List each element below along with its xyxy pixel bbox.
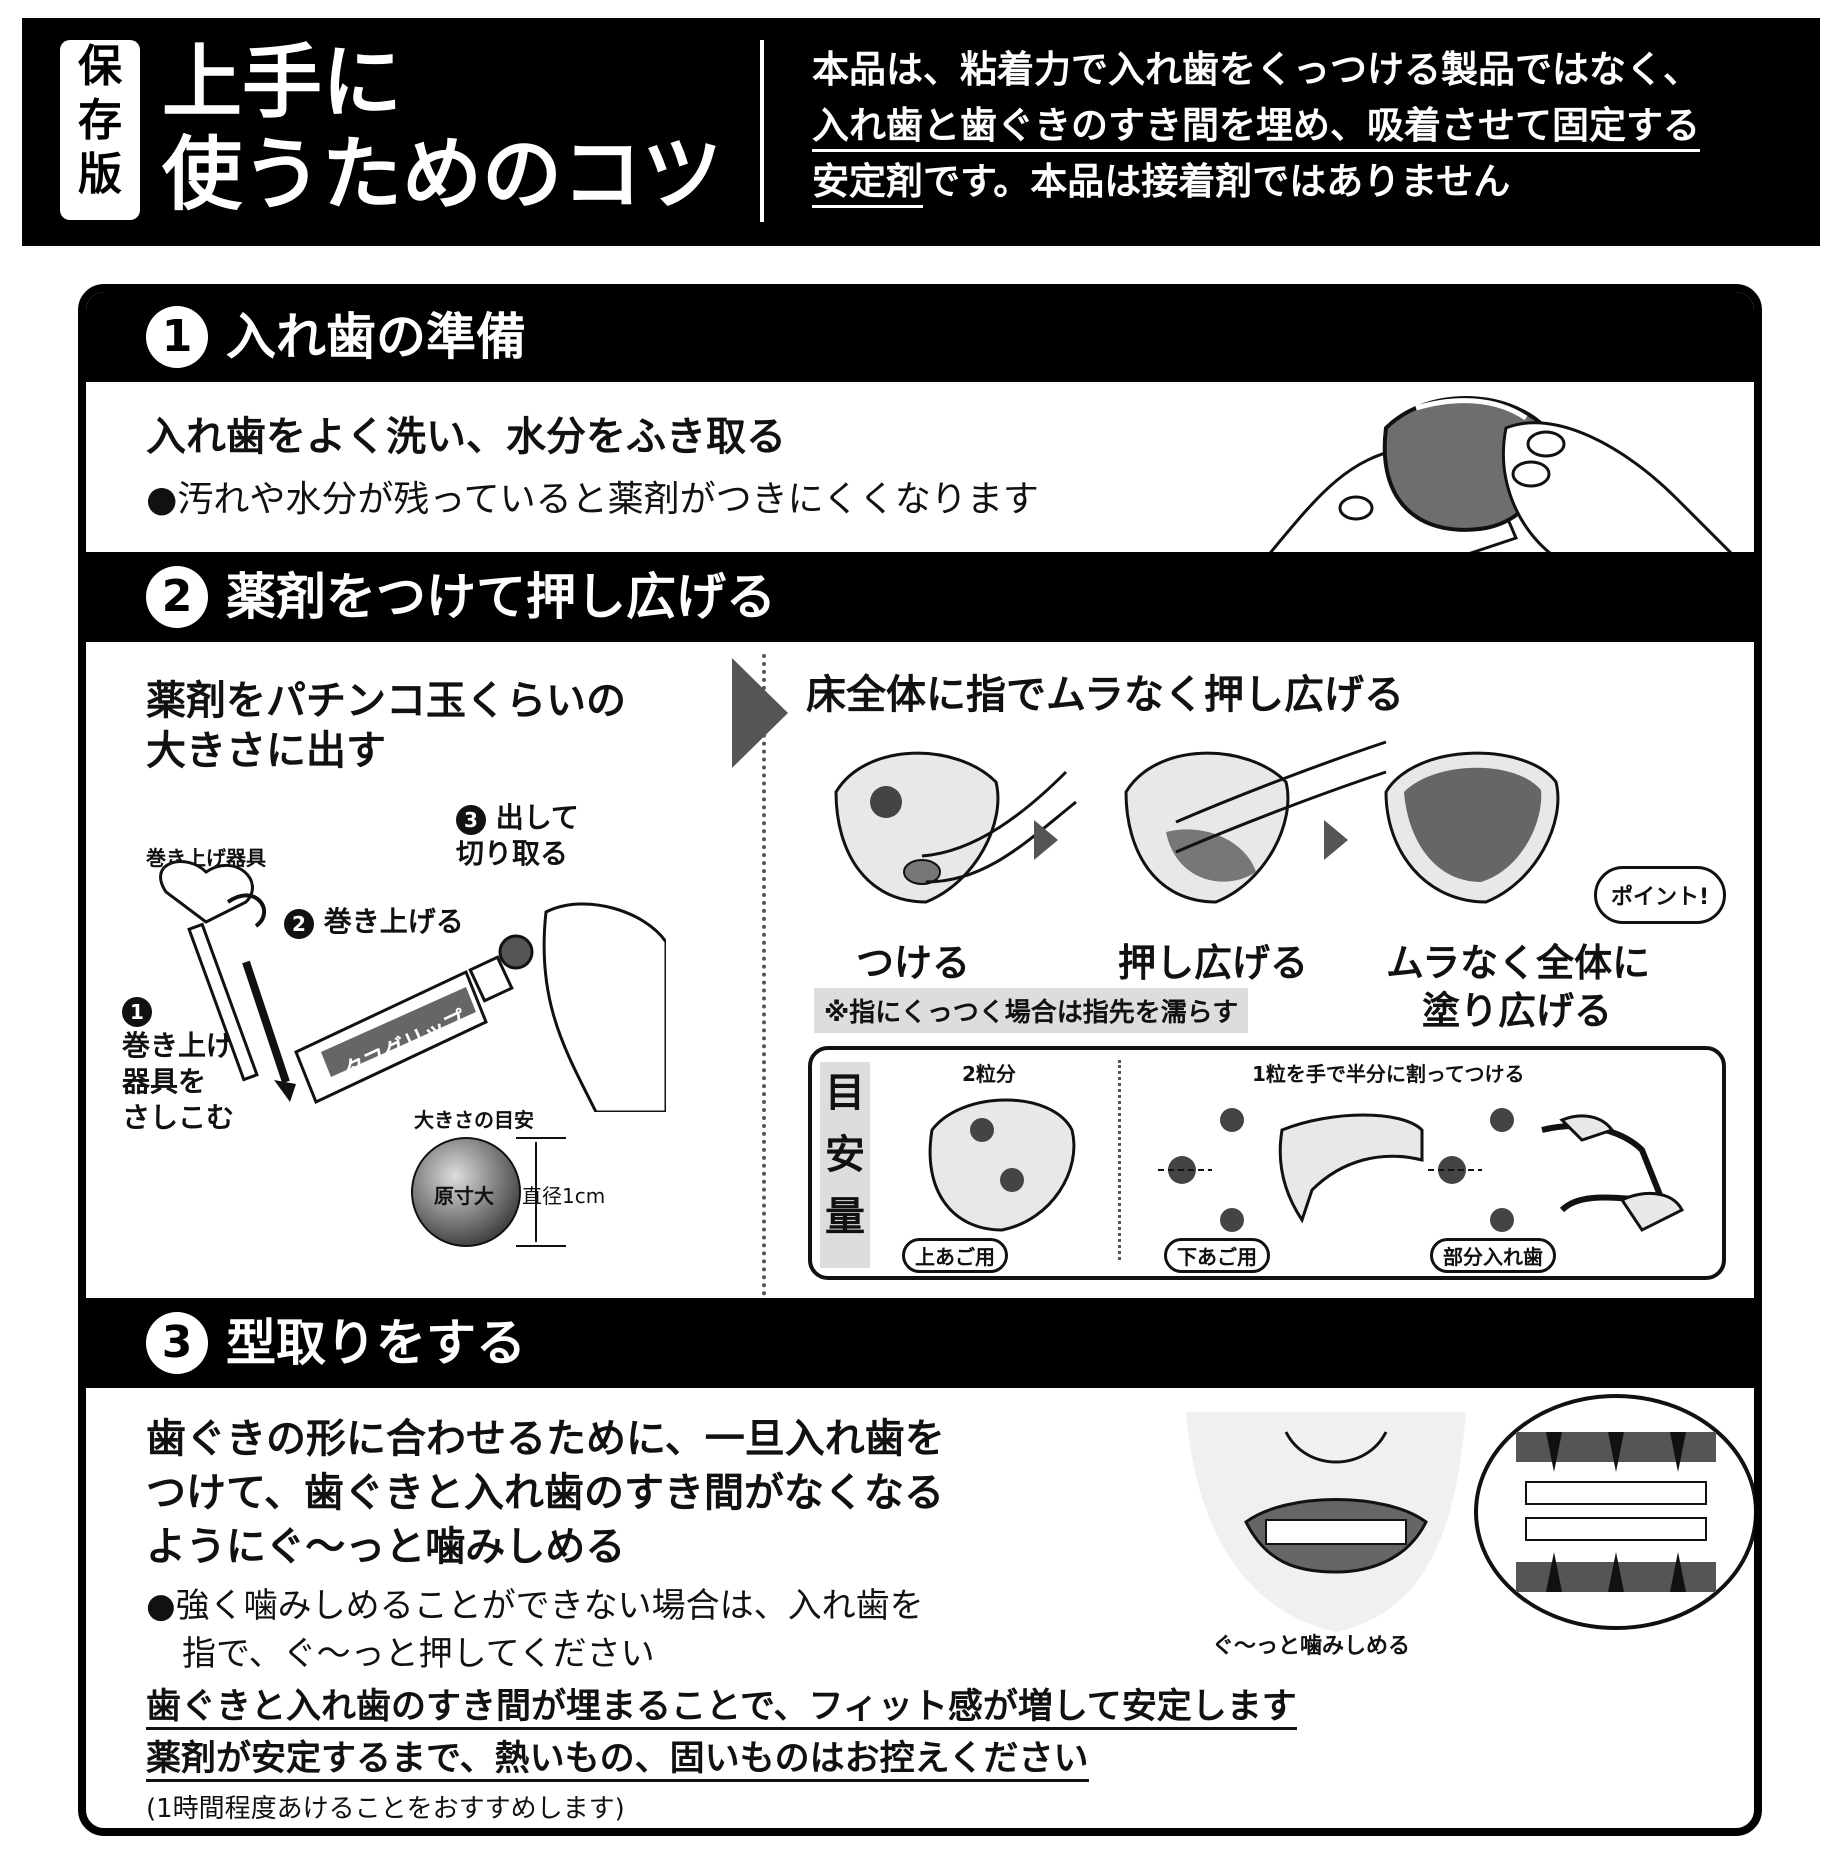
sub3-line2: 切り取る	[456, 837, 569, 870]
step2-left-heading-2: 大きさに出す	[146, 728, 386, 774]
point-badge: ポイント!	[1594, 866, 1727, 924]
sub2-label: 2 巻き上げる	[284, 900, 464, 940]
page-title-line1: 上手に	[162, 36, 402, 129]
size-actual-label: 原寸大	[434, 1184, 494, 1208]
size-guide-title: 大きさの目安	[414, 1108, 534, 1132]
step2-left-heading-1: 薬剤をパチンコ玉くらいの	[146, 678, 626, 724]
amount-label-char: 量	[825, 1194, 865, 1240]
tube-illustration: タフグリップ	[159, 860, 666, 1112]
step3-heading-2: つけて、歯ぐきと入れ歯のすき間がなくなる	[146, 1470, 944, 1516]
step3-number: 3	[146, 1312, 208, 1374]
sub3-label: 3 出して 切り取る	[456, 800, 579, 872]
step3-title: 型取りをする	[226, 1314, 526, 1372]
label-lower: 下あご用	[1164, 1238, 1270, 1273]
step3-header: 3 型取りをする	[86, 1298, 1754, 1388]
badge-char: 保	[78, 41, 122, 92]
step1-bullet: ●汚れや水分が残っていると薬剤がつきにくくなります	[146, 479, 1039, 520]
bite-illustration	[1186, 1394, 1754, 1632]
header-note-line2-text: 入れ歯と歯ぐきのすき間を埋め、吸着させて固定する	[812, 104, 1700, 152]
step3-underline-2-text: 薬剤が安定するまで、熱いもの、固いものはお控えください	[146, 1739, 1089, 1782]
step3-heading-1: 歯ぐきの形に合わせるために、一旦入れ歯を	[146, 1416, 945, 1462]
step3-bullet-2: 指で、ぐ〜っと押してください	[182, 1634, 655, 1674]
header-banner	[22, 18, 1820, 246]
step3-footnote: (1時間程度あけることをおすすめします)	[146, 1794, 625, 1824]
stage1-label: つける	[856, 941, 971, 985]
sub1-line3: さしこむ	[122, 1101, 235, 1134]
size-diameter-label: 直径1cm	[522, 1184, 606, 1208]
page-title-line2: 使うためのコツ	[162, 128, 722, 221]
size-ball-illustration	[411, 1137, 566, 1247]
step3-underline-2: 薬剤が安定するまで、熱いもの、固いものはお控えください	[146, 1730, 1089, 1782]
step1-number: 1	[146, 306, 208, 368]
step2-number: 2	[146, 566, 208, 628]
amount-split-note: 1粒を手で半分に割ってつける	[1252, 1062, 1525, 1086]
step3-bullet-1: ●強く噛みしめることができない場合は、入れ歯を	[146, 1586, 924, 1626]
sub1-line1: 巻き上げ	[122, 1029, 235, 1062]
sub2-text: 巻き上げる	[323, 905, 464, 938]
header-note-line3-rest: です。本品は接着剤ではありません	[923, 160, 1511, 203]
amount-label-char: 目	[825, 1070, 865, 1116]
sub1-number: 1	[122, 997, 152, 1027]
step3-underline-1: 歯ぐきと入れ歯のすき間が埋まることで、フィット感が増して安定します	[146, 1678, 1297, 1730]
bite-caption: ぐ〜っと噛みしめる	[1212, 1634, 1411, 1659]
step2-divider	[762, 654, 766, 1304]
header-note-line3: 安定剤です。本品は接着剤ではありません	[812, 160, 1511, 208]
spreading-stages-illustration	[834, 740, 1560, 904]
instructions-panel: 1 入れ歯の準備 入れ歯をよく洗い、水分をふき取る ●汚れや水分が残っていると薬…	[78, 284, 1762, 1836]
amount-label: 目 安 量	[820, 1062, 870, 1268]
header-divider	[760, 40, 764, 222]
washing-denture-illustration	[1264, 396, 1739, 558]
amount-illustrations	[928, 1098, 1685, 1232]
step1-header: 1 入れ歯の準備	[86, 292, 1754, 382]
arrow-right-icon	[732, 658, 788, 768]
step2-header: 2 薬剤をつけて押し広げる	[86, 552, 1754, 642]
header-note-line2: 入れ歯と歯ぐきのすき間を埋め、吸着させて固定する	[812, 104, 1700, 152]
sub1-label: 1 巻き上げ 器具を さしこむ	[122, 992, 234, 1136]
sub1-line2: 器具を	[122, 1065, 207, 1098]
label-partial: 部分入れ歯	[1430, 1238, 1556, 1273]
step2-title: 薬剤をつけて押し広げる	[226, 568, 776, 626]
label-upper: 上あご用	[902, 1238, 1008, 1273]
sub3-line1: 出して	[495, 801, 579, 834]
sub3-number: 3	[456, 805, 486, 835]
amount-guide-box: 目 安 量 2粒分 1粒を手で半分に割ってつける 上あご用 下あご用 部分入れ歯	[808, 1046, 1726, 1280]
wet-finger-note: ※指にくっつく場合は指先を濡らす	[814, 988, 1249, 1033]
step2-right-heading: 床全体に指でムラなく押し広げる	[806, 672, 1404, 718]
amount-label-char: 安	[825, 1132, 865, 1178]
sub2-number: 2	[284, 909, 314, 939]
stage3-label-2: 塗り広げる	[1422, 989, 1613, 1033]
step1-title: 入れ歯の準備	[226, 308, 526, 366]
step3-underline-1-text: 歯ぐきと入れ歯のすき間が埋まることで、フィット感が増して安定します	[146, 1687, 1297, 1730]
amount-upper-count: 2粒分	[962, 1062, 1016, 1086]
header-note-line1: 本品は、粘着力で入れ歯をくっつける製品ではなく、	[812, 48, 1700, 91]
badge-char: 版	[78, 149, 122, 200]
badge-char: 存	[78, 95, 122, 146]
archive-badge: 保 存 版	[60, 40, 140, 220]
step3-heading-3: ようにぐ〜っと噛みしめる	[146, 1524, 626, 1570]
step1-heading: 入れ歯をよく洗い、水分をふき取る	[146, 414, 786, 460]
stage3-label-1: ムラなく全体に	[1386, 941, 1651, 985]
stage2-label: 押し広げる	[1118, 941, 1309, 985]
header-note-emphasis: 安定剤	[812, 160, 923, 208]
amount-divider	[1118, 1060, 1121, 1260]
